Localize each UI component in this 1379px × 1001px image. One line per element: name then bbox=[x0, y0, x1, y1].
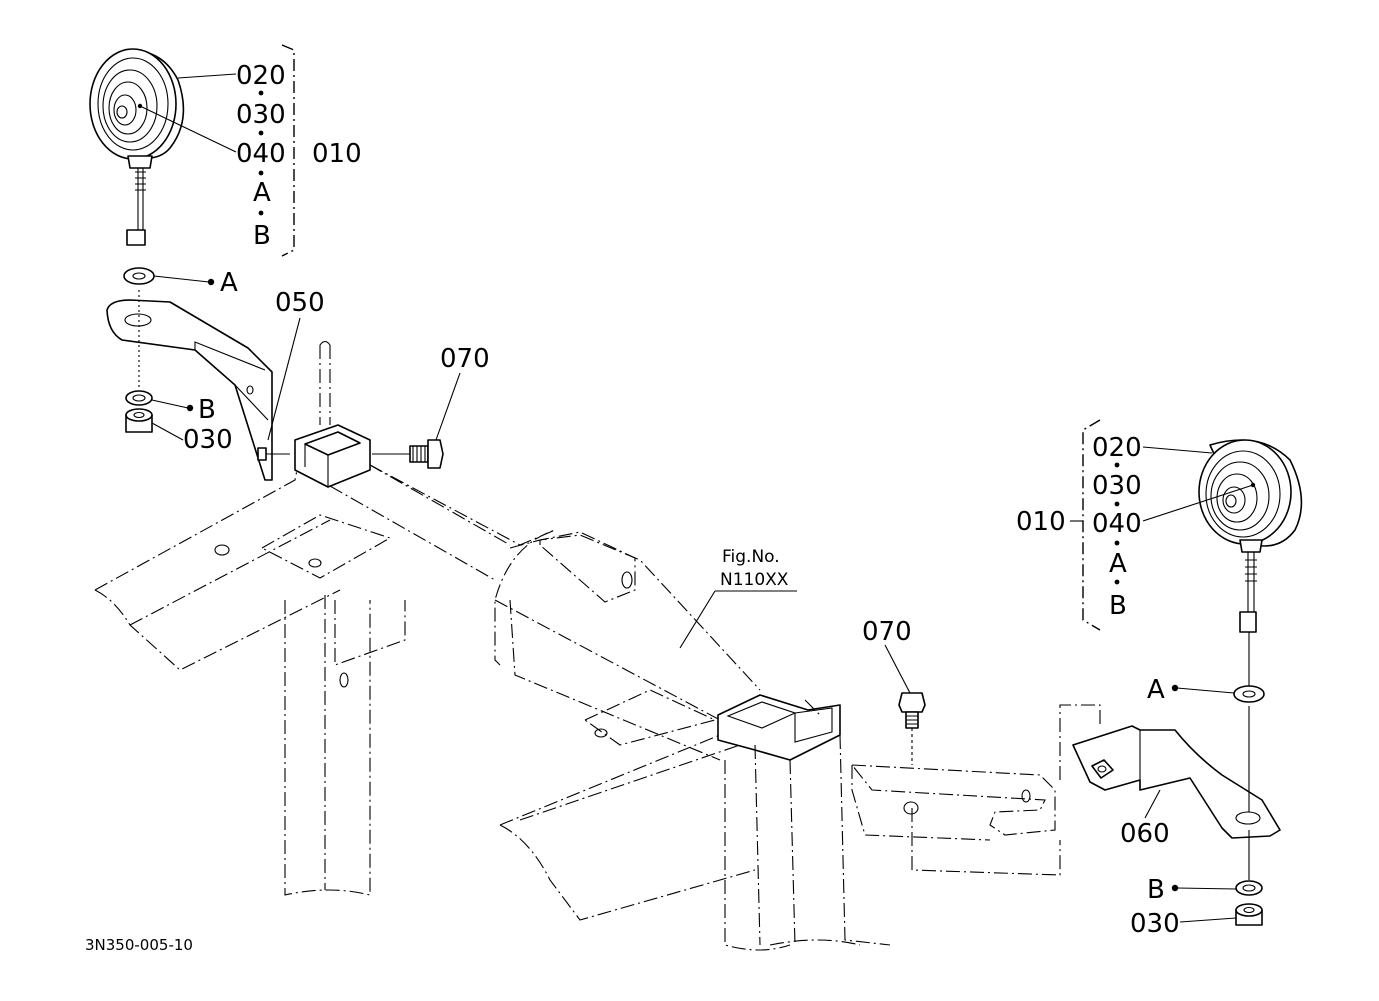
left-assembly-010: 010 bbox=[312, 139, 362, 169]
assembly-bracket-left bbox=[281, 44, 295, 257]
left-callout-020: 020 bbox=[236, 61, 286, 91]
left-nut-030: 030 bbox=[183, 425, 233, 455]
right-assembly-010: 010 bbox=[1016, 507, 1066, 537]
fig-ref-line1: Fig.No. bbox=[722, 547, 780, 567]
right-callout-b: B bbox=[1109, 591, 1127, 621]
left-callout-a: A bbox=[253, 178, 271, 208]
right-bracket-060: 060 bbox=[1120, 819, 1170, 849]
left-washer-a: A bbox=[220, 268, 238, 298]
frame-structure bbox=[94, 340, 891, 951]
left-callout-040: 040 bbox=[236, 139, 286, 169]
bolt-right-070: 070 bbox=[862, 617, 912, 647]
bolt-right bbox=[898, 692, 926, 765]
left-lamp bbox=[89, 48, 185, 246]
right-nut-030: 030 bbox=[1130, 909, 1180, 939]
fig-ref-line2: N110XX bbox=[720, 570, 789, 590]
left-callout-b: B bbox=[253, 221, 271, 251]
left-lockwasher-b: B bbox=[198, 395, 216, 425]
right-lamp bbox=[1198, 439, 1303, 688]
assembly-bracket-right bbox=[1082, 419, 1101, 631]
bolt-left bbox=[257, 439, 444, 469]
left-mount-hardware bbox=[106, 267, 273, 481]
right-callout-a: A bbox=[1109, 549, 1127, 579]
right-mount-hardware bbox=[1072, 685, 1281, 926]
reference-code: 3N350-005-10 bbox=[85, 936, 193, 954]
right-lockwasher-b: B bbox=[1147, 875, 1165, 905]
right-callout-040: 040 bbox=[1092, 509, 1142, 539]
bolt-left-070: 070 bbox=[440, 344, 490, 374]
right-callout-030: 030 bbox=[1092, 471, 1142, 501]
left-callout-030: 030 bbox=[236, 100, 286, 130]
left-bracket-050: 050 bbox=[275, 288, 325, 318]
right-washer-a: A bbox=[1147, 675, 1165, 705]
right-callout-020: 020 bbox=[1092, 433, 1142, 463]
leader-lines bbox=[139, 73, 1254, 923]
mounting-plate-right bbox=[850, 704, 1101, 876]
